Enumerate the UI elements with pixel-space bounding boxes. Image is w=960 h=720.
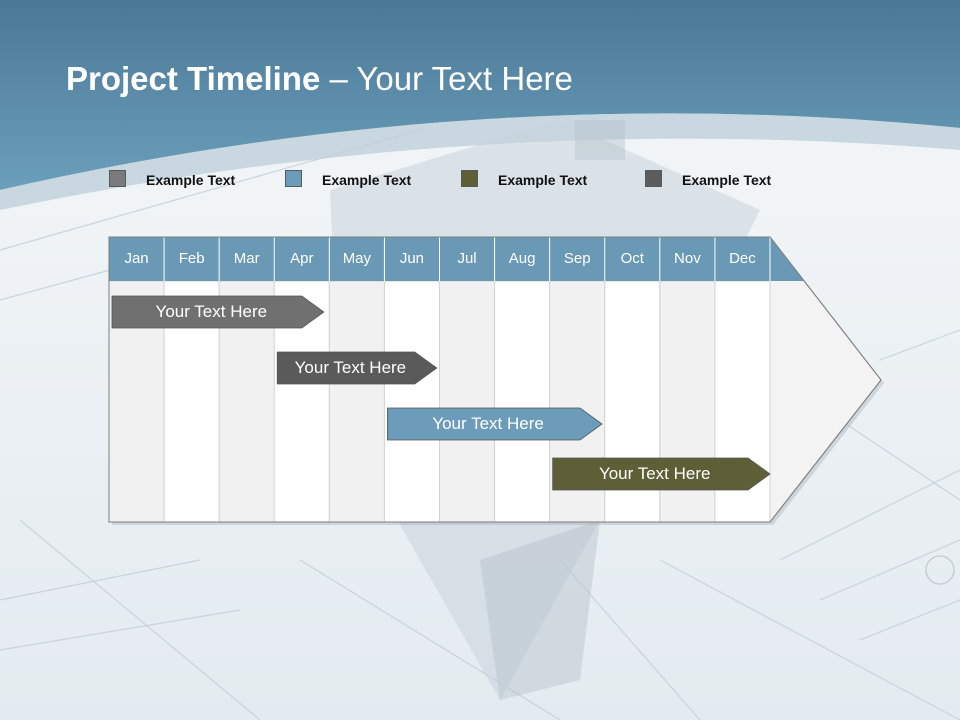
month-label-jan: Jan [124, 250, 149, 267]
timeline-outline [108, 236, 882, 523]
legend-swatch [461, 170, 478, 187]
month-label-sep: Sep [563, 250, 591, 267]
month-label-mar: Mar [233, 250, 260, 267]
page-title-rest: – Your Text Here [320, 60, 573, 97]
month-column [328, 280, 385, 523]
legend-label: Example Text [682, 172, 772, 188]
month-column [494, 280, 551, 523]
month-header-band [109, 237, 805, 281]
month-label-dec: Dec [729, 250, 756, 267]
task-label-1: Your Text Here [155, 302, 268, 321]
legend-swatch [645, 170, 662, 187]
month-column [439, 280, 496, 523]
month-label-jul: Jul [457, 250, 477, 267]
task-bar-1 [111, 295, 325, 329]
legend-swatch [109, 170, 126, 187]
month-label-oct: Oct [620, 250, 644, 267]
month-label-aug: Aug [508, 250, 536, 267]
task-bar-3 [387, 407, 603, 441]
task-label-2: Your Text Here [294, 358, 407, 377]
page-title-bold: Project Timeline [66, 60, 321, 97]
task-bar-2 [276, 351, 438, 385]
month-label-nov: Nov [674, 250, 701, 267]
task-bar-4 [552, 457, 771, 491]
month-label-apr: Apr [290, 250, 314, 267]
task-label-4: Your Text Here [598, 464, 711, 483]
page-title: Project Timeline – Your Text Here [66, 60, 573, 98]
month-label-jun: Jun [399, 250, 425, 267]
legend-label: Example Text [146, 172, 236, 188]
task-label-3: Your Text Here [432, 414, 544, 433]
month-column [383, 280, 440, 523]
month-label-may: May [342, 250, 372, 267]
legend-label: Example Text [322, 172, 412, 188]
month-label-feb: Feb [178, 250, 205, 267]
legend-swatch [285, 170, 302, 187]
legend-label: Example Text [498, 172, 588, 188]
